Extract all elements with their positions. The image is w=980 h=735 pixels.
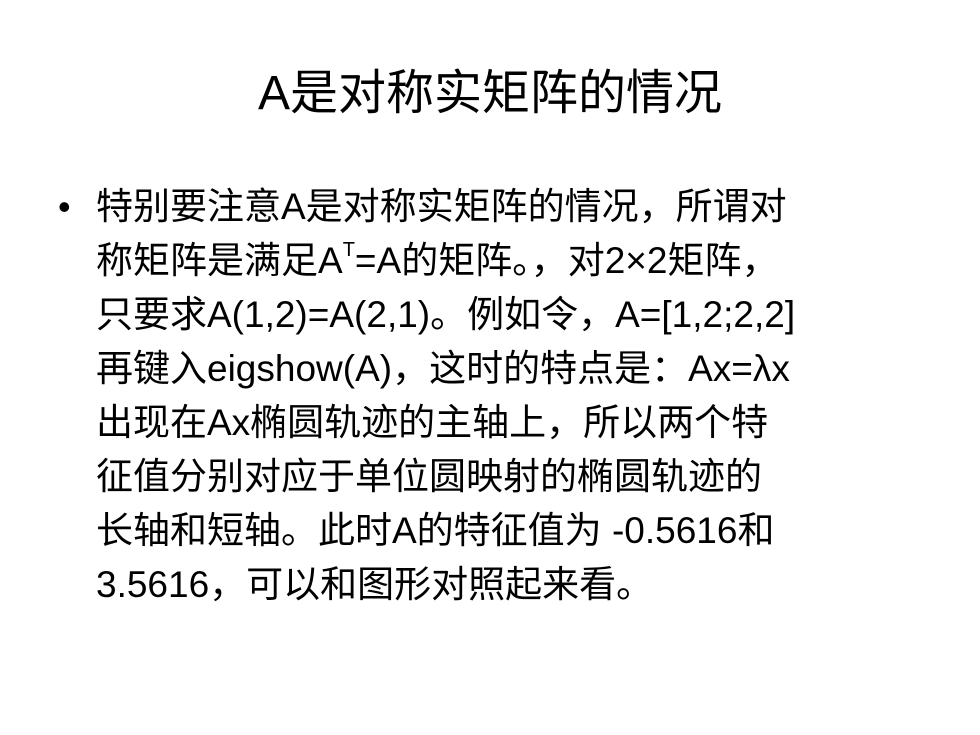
text-line-4: 再键入eigshow(A)，这时的特点是：Ax=λx xyxy=(96,348,790,389)
transpose-superscript: T xyxy=(342,239,355,261)
text-line-1: 特别要注意A是对称实矩阵的情况，所谓对 xyxy=(96,186,787,227)
bullet-text: 特别要注意A是对称实矩阵的情况，所谓对 称矩阵是满足AT=A的矩阵。，对2×2矩… xyxy=(96,180,938,612)
text-line-3: 只要求A(1,2)=A(2,1)。例如令，A=[1,2;2,2] xyxy=(96,294,796,335)
text-line-2-start: 称矩阵是满足A xyxy=(96,240,343,281)
text-line-6: 征值分别对应于单位圆映射的椭圆轨迹的 xyxy=(96,456,762,497)
bullet-item: • 特别要注意A是对称实矩阵的情况，所谓对 称矩阵是满足AT=A的矩阵。，对2×… xyxy=(58,180,938,612)
text-line-5: 出现在Ax椭圆轨迹的主轴上，所以两个特 xyxy=(96,402,769,443)
text-line-2-end: =A的矩阵。，对2×2矩阵， xyxy=(354,240,779,281)
text-line-2: 称矩阵是满足AT=A的矩阵。，对2×2矩阵， xyxy=(96,234,938,288)
text-line-7: 长轴和短轴。此时A的特征值为 -0.5616和 xyxy=(96,510,775,551)
bullet-icon: • xyxy=(58,186,71,227)
slide-body: • 特别要注意A是对称实矩阵的情况，所谓对 称矩阵是满足AT=A的矩阵。，对2×… xyxy=(58,180,938,612)
slide-title: A是对称实矩阵的情况 xyxy=(257,67,723,120)
text-line-8: 3.5616，可以和图形对照起来看。 xyxy=(96,564,654,605)
